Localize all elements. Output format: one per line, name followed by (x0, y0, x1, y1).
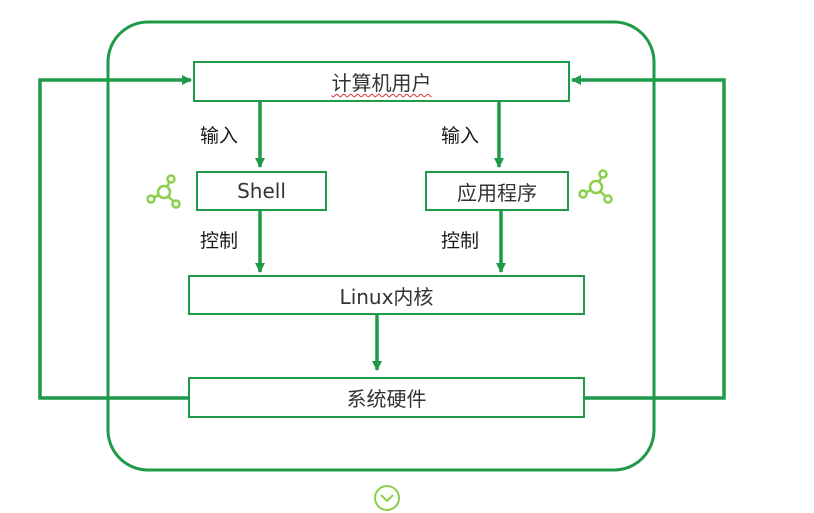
outer-frame (106, 20, 656, 472)
node-shell-label: Shell (237, 179, 286, 203)
node-app-label: 应用程序 (457, 180, 537, 205)
node-hardware-label: 系统硬件 (346, 387, 427, 411)
molecule-icon (146, 174, 181, 209)
edge-label-user-to-shell: 输入 (200, 125, 239, 147)
molecule-icon (578, 169, 613, 204)
node-kernel-label: Linux内核 (339, 284, 434, 309)
node-user-label: 计算机用户 (331, 71, 432, 95)
edge-label-shell-to-kernel: 控制 (200, 230, 239, 252)
node-kernel: Linux内核 (188, 275, 585, 315)
node-hardware: 系统硬件 (188, 377, 585, 418)
edge-label-app-to-kernel: 控制 (441, 230, 480, 252)
node-user: 计算机用户 (193, 61, 570, 102)
node-app: 应用程序 (425, 171, 569, 211)
feedback-loop-left (38, 75, 192, 400)
edge-label-user-to-app: 输入 (441, 125, 480, 147)
node-shell: Shell (196, 171, 327, 211)
feedback-loop-right (571, 75, 726, 400)
